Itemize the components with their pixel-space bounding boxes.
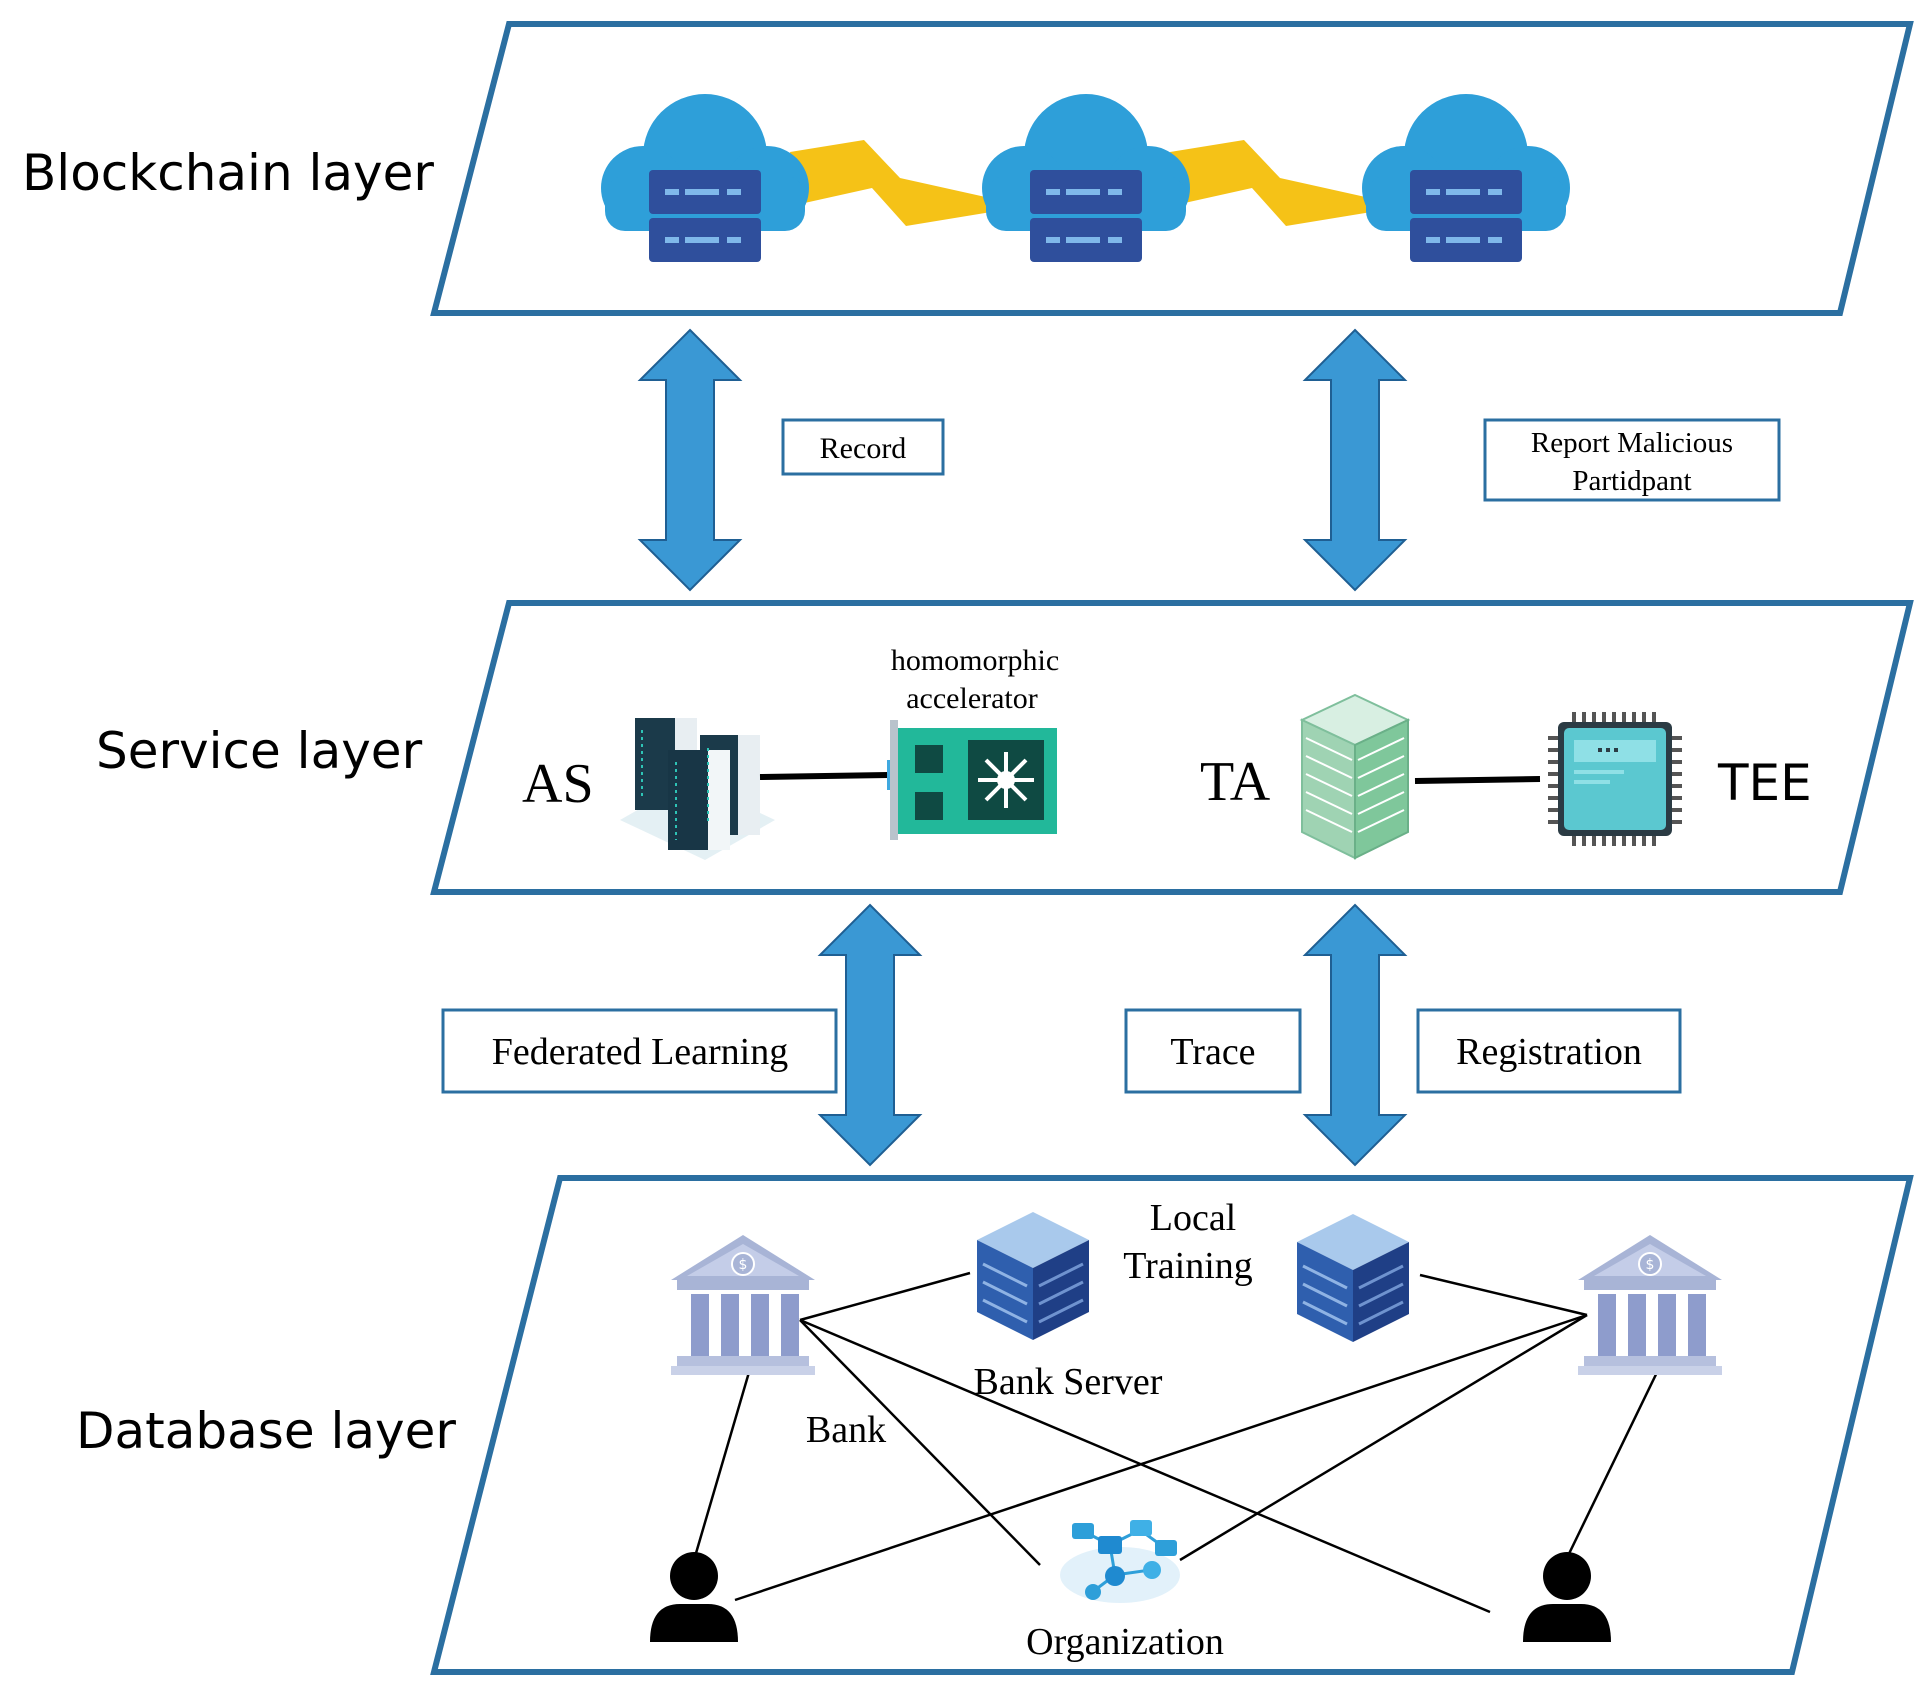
- service-layer-frame: [430, 600, 1914, 895]
- organization-label: Organization: [1026, 1621, 1224, 1663]
- bank-icon: [1577, 1234, 1723, 1376]
- record-label-box: [781, 418, 945, 476]
- trace-label: Trace: [1170, 1031, 1255, 1073]
- registration-label-box: [1416, 1008, 1682, 1094]
- accelerator-label-line1: homomorphic: [891, 644, 1059, 677]
- bank-icon: [670, 1234, 816, 1376]
- person-icon: [650, 1552, 738, 1642]
- storage-server-icon: [1295, 1212, 1411, 1344]
- bank-server-label: Bank Server: [974, 1361, 1163, 1403]
- database-layer-label: Database layer: [76, 1402, 456, 1460]
- person-icon: [1523, 1552, 1611, 1642]
- record-arrow: [639, 329, 741, 591]
- rack-server-icon: [1299, 693, 1411, 860]
- cloud-server-icon: [1362, 94, 1570, 262]
- federated-learning-label: Federated Learning: [492, 1031, 788, 1073]
- network-icon: [1060, 1520, 1180, 1603]
- ta-tee-link: [1414, 776, 1541, 784]
- report-label-line1: Report Malicious: [1531, 427, 1733, 459]
- report-label-box: [1483, 418, 1781, 502]
- record-label: Record: [820, 432, 907, 465]
- lightning-icon: [790, 140, 1035, 226]
- accelerator-label-line2: accelerator: [906, 682, 1038, 715]
- federated-learning-label-box: [441, 1008, 838, 1094]
- trace-registration-arrow: [1304, 904, 1406, 1166]
- bank-label: Bank: [806, 1409, 886, 1451]
- database-connections: [692, 1271, 1664, 1614]
- storage-server-icon: [975, 1210, 1091, 1342]
- local-training-label-line2: Training: [1123, 1245, 1253, 1287]
- accelerator-card-icon: [887, 720, 1057, 840]
- service-layer-label: Service layer: [96, 722, 423, 780]
- local-training-label-line1: Local: [1150, 1197, 1237, 1239]
- cloud-server-icon: [601, 94, 809, 262]
- cloud-server-icon: [982, 94, 1190, 262]
- lightning-icon: [1170, 140, 1415, 226]
- as-accelerator-link: [759, 772, 889, 780]
- registration-label: Registration: [1456, 1031, 1642, 1073]
- trace-label-box: [1124, 1008, 1302, 1094]
- tee-label: TEE: [1717, 754, 1812, 812]
- chip-icon: [1548, 712, 1682, 846]
- server-cluster-icon: [620, 718, 775, 860]
- blockchain-layer-label: Blockchain layer: [22, 144, 434, 202]
- report-label-line2: Partidpant: [1572, 465, 1691, 497]
- blockchain-layer-frame: [430, 21, 1914, 316]
- report-arrow: [1304, 329, 1406, 591]
- as-label: AS: [522, 753, 594, 815]
- database-layer-frame: [430, 1175, 1914, 1675]
- ta-label: TA: [1200, 751, 1271, 813]
